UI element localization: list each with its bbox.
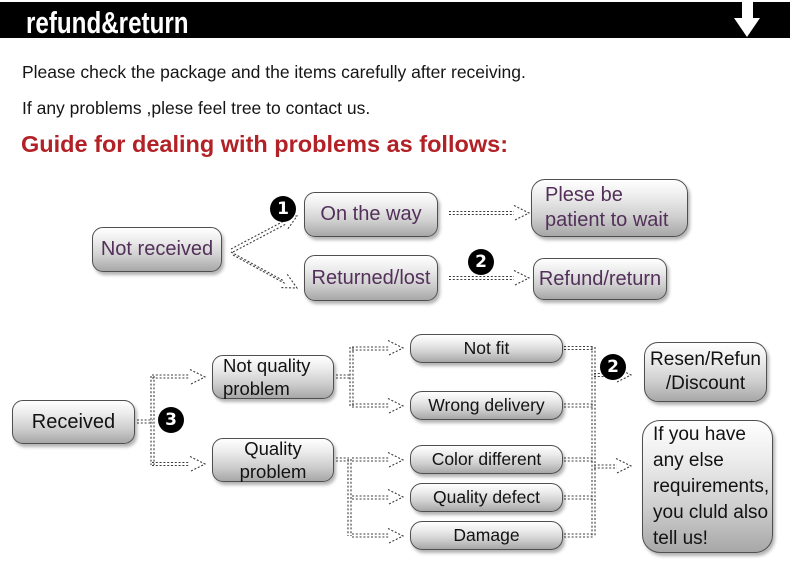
note-line-2: any else: [653, 449, 724, 471]
wrong-delivery-box: Wrong delivery: [410, 391, 563, 420]
note-line-5: tell us!: [653, 527, 708, 549]
patient-wait-box: Plese be patient to wait: [531, 179, 688, 237]
quality-problem-line-1: Quality: [244, 437, 302, 459]
step-2-badge: 2: [468, 249, 494, 275]
intro-line-2: If any problems ,plese feel tree to cont…: [22, 98, 371, 118]
down-arrow-shaft: [742, 2, 753, 19]
on-the-way-box: On the way: [304, 192, 438, 237]
intro-line-1: Please check the package and the items c…: [22, 62, 526, 82]
patient-wait-line-1: Plese be: [545, 184, 623, 206]
note-line-4: you cluld also: [653, 501, 769, 523]
down-arrow-icon: [728, 2, 768, 38]
step-2b-badge: 2: [600, 354, 626, 380]
note-line-1: If you have: [653, 423, 746, 445]
not-received-box: Not received: [92, 227, 222, 272]
received-box: Received: [12, 400, 135, 444]
page-title: refund&return: [26, 5, 189, 40]
note-line-3: requirements,: [653, 475, 770, 497]
guide-heading: Guide for dealing with problems as follo…: [21, 131, 509, 157]
damage-box: Damage: [410, 521, 563, 550]
not-quality-problem-box: Not quality problem: [212, 355, 334, 399]
step-1-badge: 1: [270, 196, 296, 222]
quality-defect-box: Quality defect: [410, 483, 563, 512]
returned-lost-box: Returned/lost: [304, 255, 438, 301]
note-box: If you have any else requirements, you c…: [642, 420, 773, 553]
patient-wait-line-2: patient to wait: [545, 209, 669, 231]
not-fit-box: Not fit: [410, 334, 563, 363]
quality-problem-line-2: problem: [239, 461, 307, 482]
down-arrow-head: [734, 18, 760, 37]
outcome-line-2: /Discount: [665, 373, 746, 394]
header-bar: refund&return: [0, 2, 790, 40]
quality-problem-box: Quality problem: [212, 438, 334, 482]
outcome-line-1: Resen/Refun: [650, 349, 761, 371]
not-quality-problem-line-1: Not quality: [223, 354, 311, 376]
step-3-badge: 3: [158, 407, 184, 433]
refund-return-box: Refund/return: [533, 258, 667, 300]
not-quality-problem-line-2: problem: [223, 378, 290, 399]
outcome-box: Resen/Refun /Discount: [644, 342, 767, 402]
color-different-box: Color different: [410, 445, 563, 474]
